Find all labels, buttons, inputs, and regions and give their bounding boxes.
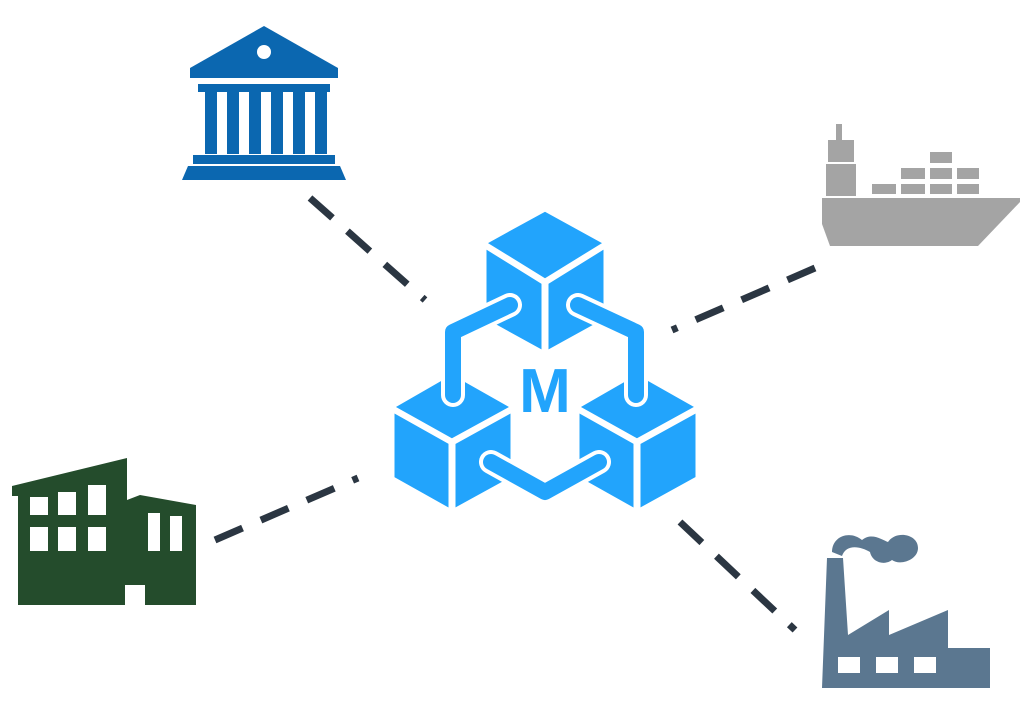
office-building-icon <box>12 458 196 605</box>
connector-ship <box>670 264 817 334</box>
connector-building <box>213 474 360 544</box>
factory-icon <box>822 534 990 688</box>
connector-bank <box>307 195 428 303</box>
bank-icon <box>182 26 346 180</box>
cargo-ship-icon <box>822 124 1020 246</box>
chain-links <box>441 293 648 504</box>
center-label: M <box>519 357 571 426</box>
connector-factory <box>677 519 798 633</box>
